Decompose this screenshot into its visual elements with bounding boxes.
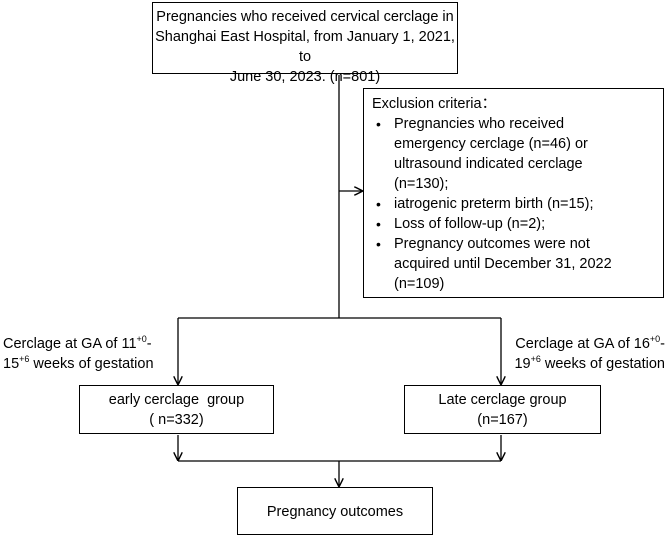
early-cerclage-group-box: early cerclage group ( n=332) <box>79 385 274 434</box>
exclusion-item-line: ultrasound indicated cerclage <box>394 156 583 172</box>
exclusion-item-line: (n=130); <box>394 176 449 192</box>
pregnancy-outcomes-box: Pregnancy outcomes <box>237 487 433 535</box>
early-group-count: ( n=332) <box>149 412 204 428</box>
early-group-title: early cerclage group <box>108 392 245 408</box>
cohort-line-2: Shanghai East Hospital, from January 1, … <box>155 29 455 65</box>
exclusion-item-line: (n=109) <box>394 276 445 292</box>
late-cerclage-group-box: Late cerclage group (n=167) <box>404 385 601 434</box>
exclusion-item: iatrogenic preterm birth (n=15); <box>372 194 657 214</box>
early-label-text: 15 <box>3 356 20 372</box>
early-group-criteria-label: Cerclage at GA of 11+0- 15+6 weeks of ge… <box>3 334 154 374</box>
exclusion-item: Pregnancy outcomes were not acquired unt… <box>372 234 657 294</box>
late-group-count: (n=167) <box>477 412 528 428</box>
exclusion-item-line: iatrogenic preterm birth (n=15); <box>394 196 594 212</box>
early-label-sup: +6 <box>19 354 30 364</box>
cohort-line-3: June 30, 2023. (n=801) <box>229 69 381 85</box>
late-group-title: Late cerclage group <box>438 392 567 408</box>
exclusion-item: Pregnancies who received emergency cercl… <box>372 114 657 194</box>
early-label-text: weeks of gestation <box>29 356 154 372</box>
late-label-text: Cerclage at GA of 16 <box>515 336 650 352</box>
late-group-criteria-label: Cerclage at GA of 16+0- 19+6 weeks of ge… <box>514 334 665 374</box>
exclusion-item-line: acquired until December 31, 2022 <box>394 256 612 272</box>
early-label-text: Cerclage at GA of 11 <box>3 336 137 352</box>
pregnancy-outcomes-label: Pregnancy outcomes <box>266 504 404 520</box>
late-label-sup: +6 <box>530 354 541 364</box>
cohort-box: Pregnancies who received cervical cercla… <box>152 2 458 85</box>
exclusion-list: Pregnancies who received emergency cercl… <box>372 114 657 294</box>
exclusion-item: Loss of follow-up (n=2); <box>372 214 657 234</box>
late-label-dash: - <box>660 336 665 352</box>
late-label-sup: +0 <box>649 334 661 344</box>
exclusion-item-line: Pregnancies who received <box>394 116 565 132</box>
late-label-text: weeks of gestation <box>540 356 665 372</box>
late-label-text: 19 <box>514 356 531 372</box>
exclusion-item-line: Pregnancy outcomes were not <box>394 236 590 252</box>
exclusion-item-line: emergency cerclage (n=46) or <box>394 136 588 152</box>
exclusion-title: Exclusion criteria： <box>372 96 497 112</box>
early-label-dash: - <box>146 336 152 352</box>
exclusion-item-line: Loss of follow-up (n=2); <box>394 216 546 232</box>
early-label-sup: +0 <box>136 334 147 344</box>
exclusion-criteria-box: Exclusion criteria： Pregnancies who rece… <box>363 88 664 298</box>
cohort-line-1: Pregnancies who received cervical cercla… <box>156 9 454 25</box>
